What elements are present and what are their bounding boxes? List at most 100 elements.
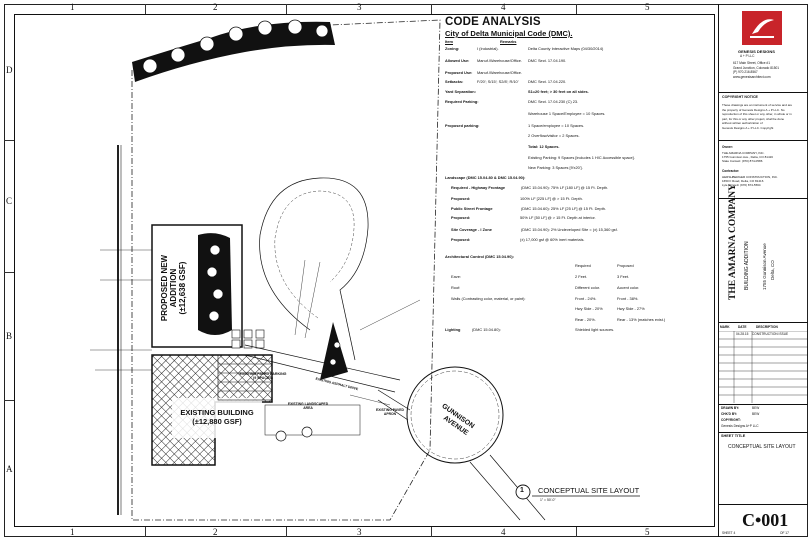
- rev-desc-header: DESCRIPTION: [756, 325, 778, 329]
- drawn-by: BEW: [752, 406, 760, 410]
- code-row-label: Yard Separation:: [445, 89, 476, 94]
- grid-column-2-bottom: 2: [213, 527, 218, 537]
- address-line: 617 Main Street, Office #1: [733, 61, 770, 65]
- sheet-label: SHEET 4: [722, 531, 736, 535]
- architectural-row-required: Different color.: [575, 285, 601, 290]
- code-row-remark: 2 Overflow/visitor = 2 Spaces.: [528, 133, 580, 138]
- architectural-row-proposed: Rear - 13% (matches exist.): [617, 317, 666, 322]
- tree-icon: [275, 430, 287, 442]
- project-subtitle: BUILDING ADDITION: [744, 241, 750, 290]
- code-row-remark: Total: 12 Spaces.: [528, 144, 560, 149]
- owner-label: Owner:: [722, 145, 733, 149]
- code-row-label: Required Parking:: [445, 99, 479, 104]
- copyright-line: These drawings are an instrument of serv…: [722, 103, 793, 107]
- landscape-label: Landscape (DMC 15.04.80 & DMC 15.04.90):: [445, 175, 526, 180]
- grid-column-5: 5: [645, 2, 650, 12]
- grid-column-1: 1: [70, 2, 75, 12]
- code-row-value: F/20'; S/15'; S2/8'; R/10': [477, 79, 519, 84]
- drawing-number-circle: [515, 484, 531, 500]
- architectural-row-required: 2 Feet.: [575, 274, 588, 279]
- drawing-title: CONCEPTUAL SITE LAYOUT: [538, 486, 640, 495]
- tb-divider: [718, 504, 808, 505]
- landscape-line-remark: (DMC 15.04.90): 75% LF [180 LF] @ 15 Ft.…: [521, 185, 609, 190]
- code-row-remark: Warehouse 1 Space/Employee = 10 Spaces.: [528, 111, 606, 116]
- code-row-label: Allowed Use:: [445, 58, 470, 63]
- outer-border: [4, 4, 808, 537]
- grid-tick: [4, 400, 14, 401]
- address-line: Grand Junction, Colorado 81501: [733, 65, 780, 70]
- landscape-tree-row: [132, 21, 335, 82]
- contractor-label: Contractor:: [722, 169, 740, 173]
- rev1-date: 04.28.15: [736, 332, 749, 336]
- addition-label-text: PROPOSED NEW ADDITION: [160, 254, 178, 322]
- owner-line: 1755 Gunnison Ave., Delta, CO 81416: [722, 155, 773, 160]
- landscape-line-label: Site Coverage - I Zone: [451, 227, 492, 232]
- architectural-label: Architectural Control (DMC 15.04.90):: [445, 254, 514, 259]
- tree-icon: [142, 58, 158, 74]
- copyright-line: reproduction of this sheet or any other,…: [722, 112, 792, 116]
- code-row-value: Manuf./Warehouse/Office.: [477, 70, 522, 75]
- architectural-row-required: Hwy Side - 20%: [575, 306, 603, 311]
- contractor-line: HERSHBERGER CONSTRUCTION, INC.: [722, 175, 778, 179]
- tree-icon: [287, 19, 303, 35]
- tree-icon: [228, 26, 244, 42]
- parking-label: EXISTING PAVED PARKING (9 SPACES): [238, 372, 288, 380]
- asphalt-drive-edge: [244, 344, 401, 393]
- shrub-icon: [208, 310, 220, 322]
- copyright-line: Genesis Designs A + P LLC. Copyright: [722, 125, 774, 130]
- contractor-line: 1650 F Road, Delta, CO 81416: [722, 179, 764, 184]
- address-line: www.genesisarchitect.com: [733, 74, 771, 79]
- checked-by-label: CHK'D BY:: [721, 412, 738, 416]
- code-row-label: Proposed Use:: [445, 70, 473, 75]
- architectural-row-proposed: Hwy Side - 27%: [617, 306, 645, 311]
- grid-column-1-bottom: 1: [70, 527, 75, 537]
- apron-label: EXISTING PAVED APRON: [376, 408, 404, 416]
- address-line: (P) 970.216.8567: [733, 70, 758, 74]
- firm-sub: A + P LLC: [740, 54, 755, 58]
- title-block: [718, 4, 808, 537]
- grid-tick: [145, 527, 146, 537]
- tb-divider: [718, 92, 808, 93]
- code-row-value: Manuf./Warehouse/Office.: [477, 58, 522, 63]
- code-row-remark: Existing Parking: 9 Spaces [includes 1 H…: [528, 155, 635, 160]
- existing-label-text: EXISTING BUILDING: [180, 408, 254, 417]
- tb-divider: [718, 140, 808, 141]
- landscape-loop: [259, 177, 369, 361]
- code-row-remark: DMC Sect. 17.04.230 (C) 23.: [528, 99, 579, 104]
- copyright-value: Genesis Designs A+P LLC: [721, 424, 759, 428]
- grid-tick: [431, 527, 432, 537]
- tb-divider: [718, 198, 808, 199]
- architectural-row-label: Eave:: [451, 274, 461, 279]
- shrub-icon: [206, 266, 218, 278]
- property-line: [131, 19, 441, 521]
- grid-tick: [576, 4, 577, 14]
- proposed-addition-label: PROPOSED NEW ADDITION (±12,638 GSF): [160, 238, 187, 338]
- code-row-label: Zoning:: [445, 46, 460, 51]
- copyright-line: without written authorization of: [722, 121, 763, 125]
- owner-line: State Contact: (970) 874-0586: [722, 159, 763, 164]
- sheet-title-label: SHEET TITLE: [721, 434, 746, 438]
- landscape-line-label: Proposed:: [451, 237, 471, 242]
- landscape-line-remark: (±) 17,000 gsf @ 60% inert materials.: [520, 237, 585, 242]
- lighting-label: Lighting: [445, 327, 461, 332]
- landscaped-area-label: EXISTING LANDSCAPED AREA: [287, 402, 329, 410]
- genesis-logo: [742, 11, 782, 45]
- architectural-row-proposed: 3 Feet.: [617, 274, 630, 279]
- drawn-by-label: DRAWN BY:: [721, 406, 740, 410]
- grid-row-b: B: [6, 331, 13, 341]
- code-row-remark: New Parking: 3 Spaces [9'x20'].: [528, 165, 583, 170]
- code-analysis-title: CODE ANALYSIS: [445, 16, 541, 28]
- firm-name: GENESIS DESIGNS: [738, 49, 775, 54]
- landscape-line-label: Required - Highway Frontage: [451, 185, 506, 190]
- rev1-desc: CONSTRUCTION ISSUE: [752, 332, 789, 336]
- grid-row-c: C: [6, 196, 13, 206]
- landscape-line-remark: 50% LF [50 LF] @ > 15 Ft. Depth at inter…: [520, 215, 596, 220]
- shrub-icon: [209, 244, 221, 256]
- architectural-required-header: Required: [575, 263, 591, 268]
- grid-column-3: 3: [357, 2, 362, 12]
- project-name: THE AMARNA COMPANY: [728, 184, 738, 300]
- tb-divider: [718, 432, 808, 433]
- grid-column-4: 4: [501, 2, 506, 12]
- cul-de-sac: [406, 366, 504, 464]
